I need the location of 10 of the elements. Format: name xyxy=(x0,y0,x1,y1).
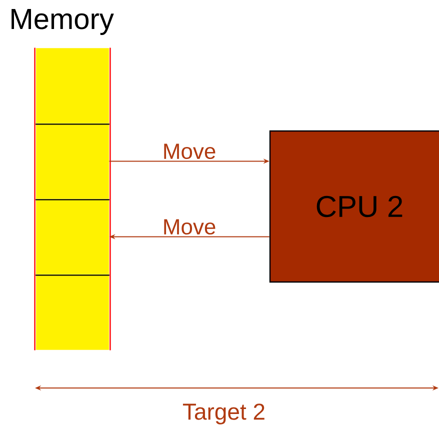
dimension-label: Target 2 xyxy=(182,404,264,424)
memory-cell xyxy=(36,48,109,124)
memory-cell xyxy=(36,274,110,350)
cpu-box: CPU 2 xyxy=(269,130,439,283)
column-heading: Memory xyxy=(12,9,114,35)
memory-cell xyxy=(36,124,110,199)
edge-label: Move xyxy=(161,218,218,236)
memory-cell xyxy=(36,199,110,274)
edge-label: Move xyxy=(161,142,218,160)
memory-column xyxy=(34,48,111,350)
